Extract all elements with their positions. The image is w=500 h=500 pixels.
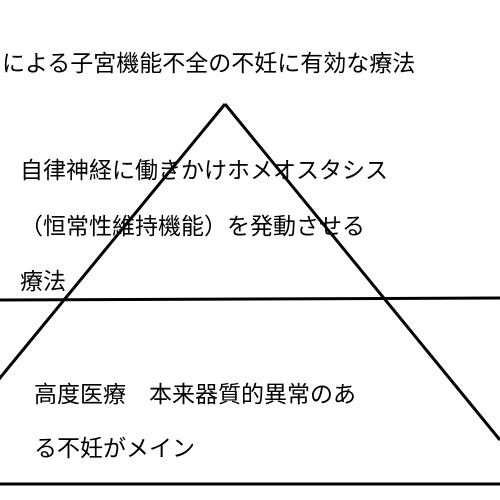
upper-tier-text-line-3: 療法	[20, 269, 66, 295]
tier-divider-line	[0, 296, 500, 302]
pyramid-left-edge	[0, 103, 227, 381]
diagram-title: による子宮機能不全の不妊に有効な療法	[2, 51, 416, 77]
lower-tier-text-line-1: 高度医療 本来器質的異常のあ	[34, 382, 356, 408]
upper-tier-text-line-1: 自律神経に働きかけホメオスタシス	[20, 158, 388, 184]
upper-tier-text-line-2: （恒常性維持機能）を発動させる	[20, 214, 365, 240]
pyramid-right-edge	[223, 103, 500, 441]
lower-tier-text-line-2: る不妊がメイン	[34, 436, 195, 462]
